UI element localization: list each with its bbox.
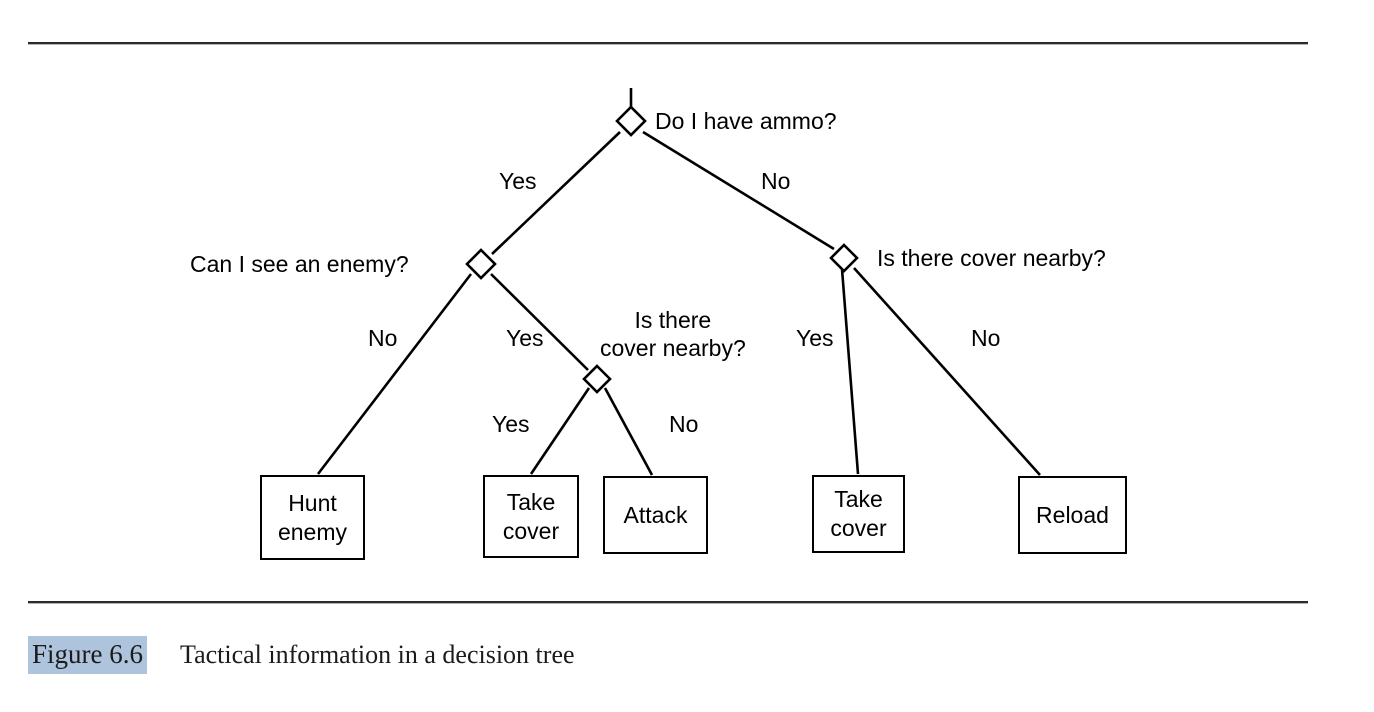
decision-node-cover-mid — [582, 364, 612, 394]
node-label-root: Do I have ammo? — [655, 108, 837, 134]
node-label-cover-mid: Is there cover nearby? — [600, 307, 746, 361]
edge-see-enemy-to-hunt — [316, 273, 473, 475]
edge-root-to-cover-right — [642, 130, 835, 251]
edge-label-see-enemy-no: No — [368, 325, 398, 351]
top-horizontal-rule — [28, 42, 1308, 44]
leaf-box-take-cover-left: Take cover — [483, 475, 579, 558]
decision-node-root — [615, 105, 647, 137]
node-label-see-enemy: Can I see an enemy? — [190, 251, 409, 277]
edge-label-cover-right-yes: Yes — [796, 325, 834, 351]
edge-label-see-enemy-yes: Yes — [506, 325, 544, 351]
decision-node-cover-right — [829, 243, 859, 273]
leaf-box-reload: Reload — [1018, 476, 1127, 554]
edge-label-cover-mid-no: No — [669, 411, 699, 437]
edge-label-root-yes: Yes — [499, 168, 537, 194]
edge-cover-mid-to-attack — [603, 387, 654, 476]
decision-tree-graphic — [316, 88, 1041, 476]
edge-cover-right-to-take-cover — [840, 268, 860, 475]
figure-number: Figure 6.6 — [28, 636, 147, 674]
edge-label-cover-mid-yes: Yes — [492, 411, 530, 437]
node-label-cover-right: Is there cover nearby? — [877, 245, 1106, 271]
decision-node-see-enemy — [465, 248, 497, 280]
edge-label-cover-right-no: No — [971, 325, 1001, 351]
edge-see-enemy-to-cover-mid — [490, 273, 589, 371]
edge-cover-mid-to-take-cover — [529, 387, 591, 475]
leaf-box-attack: Attack — [603, 476, 708, 554]
figure-caption: Figure 6.6 Tactical information in a dec… — [28, 636, 575, 674]
edge-cover-right-to-reload — [853, 267, 1041, 476]
edge-root-to-see-enemy — [491, 131, 621, 255]
bottom-horizontal-rule — [28, 601, 1308, 603]
leaf-box-take-cover-right: Take cover — [812, 475, 905, 553]
figure-caption-text: Tactical information in a decision tree — [180, 640, 575, 669]
edge-label-root-no: No — [761, 168, 791, 194]
leaf-box-hunt-enemy: Hunt enemy — [260, 475, 365, 560]
